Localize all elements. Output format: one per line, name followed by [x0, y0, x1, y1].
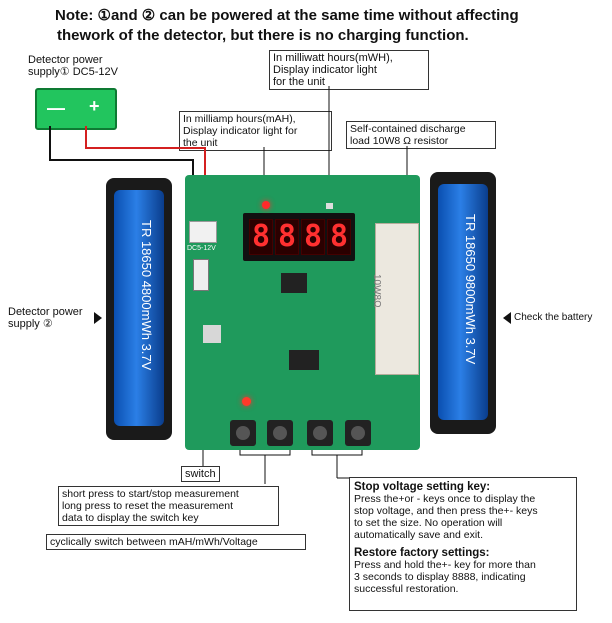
restore-line-2: 3 seconds to display 8888, indicating — [354, 571, 526, 583]
mwh-line-3: for the unit — [273, 76, 325, 88]
note-line-1: Note: ①and ② can be powered at the same … — [55, 7, 519, 24]
start-stop-key[interactable] — [230, 420, 256, 446]
mwh-indicator-led — [326, 203, 333, 209]
led-display: 8 8 8 8 — [243, 213, 355, 261]
digit-4: 8 — [327, 219, 351, 255]
restore-line-1: Press and hold the+- key for more than — [354, 559, 536, 571]
key-cap — [273, 426, 287, 440]
resistor-line-2: load 10W8 Ω resistor — [350, 135, 449, 147]
stop-voltage-line-2: stop voltage, and then press the+- keys — [354, 505, 538, 517]
mah-line-3: the unit — [183, 137, 218, 149]
minus-key[interactable] — [307, 420, 333, 446]
power-supply-2-label: Detector power supply ② — [8, 306, 103, 330]
power-module: — + — [35, 88, 117, 130]
short-press-line-1: short press to start/stop measurement — [62, 488, 239, 500]
dc-label: DC5-12V — [187, 245, 216, 252]
power-supply-1-line-2: supply① DC5-12V — [28, 66, 118, 78]
restore-line-3: successful restoration. — [354, 583, 459, 595]
check-battery-label: Check the battery — [514, 312, 593, 323]
battery-left-text: TR 18650 4800mWh 3.7V — [139, 220, 154, 371]
power-supply-1-label: Detector power supply① DC5-12V — [28, 54, 158, 78]
stop-voltage-line-1: Press the+or - keys once to display the — [354, 493, 536, 505]
short-press-line-2: long press to reset the measurement — [62, 500, 234, 512]
mah-indicator-led — [262, 201, 270, 209]
minus-terminal-icon: — — [47, 98, 65, 118]
power-supply-2-line-2: supply ② — [8, 318, 53, 330]
key-cap — [313, 426, 327, 440]
stop-voltage-line-3: to set the size. No operation will — [354, 517, 503, 529]
cyclic-switch-label: cyclically switch between mAH/mWh/Voltag… — [46, 534, 306, 550]
power-switch[interactable] — [193, 259, 209, 291]
plus-key[interactable] — [345, 420, 371, 446]
plus-terminal-icon: + — [89, 96, 100, 116]
switch-key[interactable] — [267, 420, 293, 446]
stop-voltage-line-4: automatically save and exit. — [354, 529, 483, 541]
mah-line-1: In milliamp hours(mAH), — [183, 113, 296, 125]
load-resistor: 10W8Ω — [371, 223, 419, 375]
mwh-line-2: Display indicator light — [273, 64, 377, 76]
status-led — [242, 397, 251, 406]
switch-label: switch — [181, 466, 220, 482]
arrow-left-icon — [503, 312, 511, 324]
digit-2: 8 — [275, 219, 299, 255]
battery-holder-left: TR 18650 4800mWh 3.7V — [106, 178, 172, 440]
key-cap — [351, 426, 365, 440]
battery-left: TR 18650 4800mWh 3.7V — [114, 190, 164, 426]
note-line-2: thework of the detector, but there is no… — [57, 27, 469, 44]
restore-title: Restore factory settings: — [354, 547, 490, 559]
key-cap — [236, 426, 250, 440]
battery-holder-right: TR 18650 9800mWh 3.7V — [430, 172, 496, 434]
resistor-text: 10W8Ω — [371, 274, 382, 308]
mwh-label: In milliwatt hours(mWH), Display indicat… — [269, 50, 429, 90]
ic-chip-2 — [289, 350, 319, 370]
mah-line-2: Display indicator light for — [183, 125, 298, 137]
power-supply-1-line-1: Detector power — [28, 54, 103, 66]
short-press-line-3: data to display the switch key — [62, 512, 199, 524]
mah-label: In milliamp hours(mAH), Display indicato… — [179, 111, 332, 151]
settings-info-box: Stop voltage setting key: Press the+or -… — [349, 477, 577, 611]
resistor-label: Self-contained discharge load 10W8 Ω res… — [346, 121, 496, 149]
power-supply-2-line-1: Detector power — [8, 306, 83, 318]
mwh-line-1: In milliwatt hours(mWH), — [273, 52, 393, 64]
stop-voltage-title: Stop voltage setting key: — [354, 481, 491, 493]
digit-1: 8 — [249, 219, 273, 255]
inductor — [203, 325, 221, 343]
battery-right: TR 18650 9800mWh 3.7V — [438, 184, 488, 420]
digit-3: 8 — [301, 219, 325, 255]
dc-connector — [189, 221, 217, 243]
short-press-label: short press to start/stop measurement lo… — [58, 486, 279, 526]
resistor-line-1: Self-contained discharge — [350, 123, 466, 135]
ic-chip-1 — [281, 273, 307, 293]
battery-right-text: TR 18650 9800mWh 3.7V — [463, 214, 478, 365]
note-heading: Note: ①and ② can be powered at the same … — [55, 6, 575, 46]
pcb-board: 8 8 8 8 DC5-12V 10W8Ω — [185, 175, 420, 450]
arrow-right-icon — [94, 312, 102, 324]
